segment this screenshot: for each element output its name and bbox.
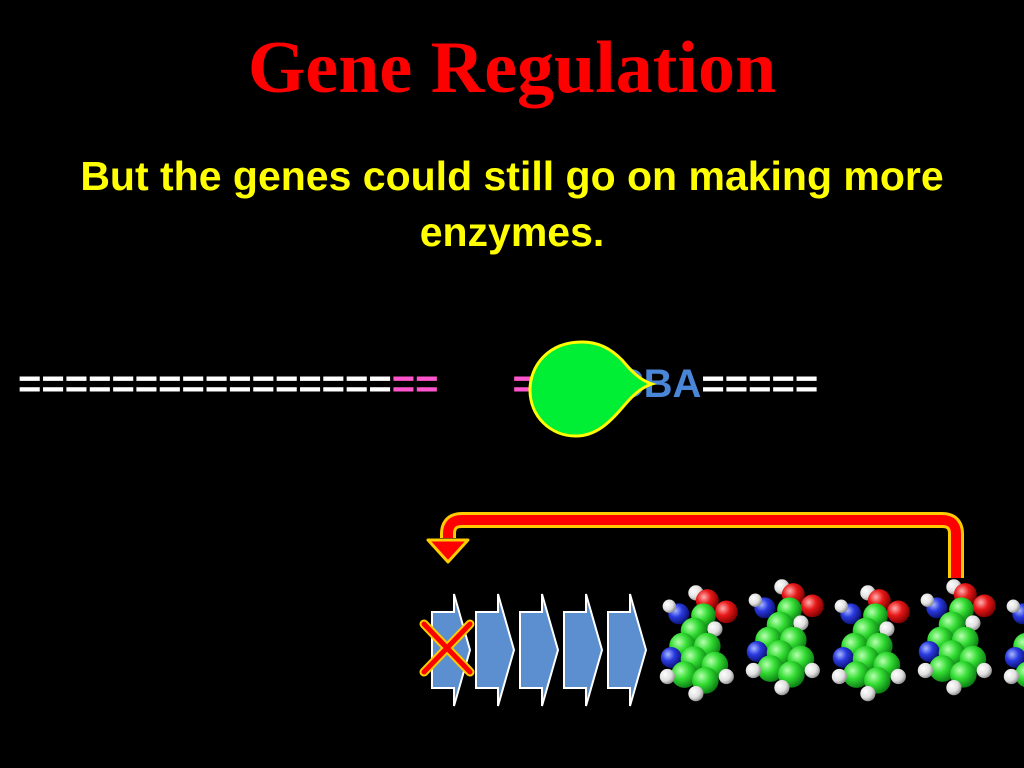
atom xyxy=(714,600,738,624)
cross-mark-icon xyxy=(419,619,475,677)
atom xyxy=(886,600,910,624)
product-molecule-icon xyxy=(745,579,824,696)
dna-right-strand: ===== xyxy=(701,362,819,406)
atom xyxy=(860,686,876,702)
atom xyxy=(920,593,934,607)
product-molecule-icon xyxy=(831,585,910,702)
atom xyxy=(718,668,734,685)
atom xyxy=(1003,668,1019,685)
enzyme-chevron-icon xyxy=(475,593,516,707)
atom xyxy=(804,662,820,679)
atom xyxy=(748,593,762,607)
atom xyxy=(793,615,809,631)
atom xyxy=(746,641,768,662)
atom xyxy=(662,599,676,613)
atom xyxy=(917,662,933,679)
atom xyxy=(774,680,790,696)
product-molecule-icon xyxy=(1003,599,1024,688)
atom xyxy=(929,655,956,682)
atom xyxy=(946,680,962,696)
atom xyxy=(1006,599,1020,613)
enzyme-chevron-icon xyxy=(519,593,560,707)
atom xyxy=(834,599,848,613)
atom xyxy=(800,594,824,618)
product-molecule-icon xyxy=(659,585,738,702)
slide-subtitle: But the genes could still go on making m… xyxy=(80,153,944,255)
atom xyxy=(972,594,996,618)
atom xyxy=(832,647,854,668)
enzyme-chevron-icon xyxy=(563,593,604,707)
enzyme-row xyxy=(431,593,648,707)
enzyme-chevron-icon xyxy=(607,593,648,707)
atom xyxy=(843,661,870,688)
atom xyxy=(1004,647,1024,668)
atom xyxy=(879,621,895,637)
atom xyxy=(659,668,675,685)
atom xyxy=(965,615,981,631)
atom xyxy=(890,668,906,685)
atom xyxy=(757,655,784,682)
feedback-arrow-icon xyxy=(426,512,964,578)
atom xyxy=(688,686,704,702)
dna-left-strand: ================ xyxy=(18,362,392,406)
dna-promoter: == xyxy=(391,362,439,406)
atom xyxy=(671,661,698,688)
atom xyxy=(918,641,940,662)
product-molecule-icon xyxy=(917,579,996,696)
repressor-protein-icon xyxy=(528,340,657,438)
atom xyxy=(707,621,723,637)
product-molecules xyxy=(659,579,1024,702)
atom xyxy=(976,662,992,679)
atom xyxy=(745,662,761,679)
atom xyxy=(831,668,847,685)
slide-title: Gene Regulation xyxy=(247,27,777,109)
atom xyxy=(660,647,682,668)
